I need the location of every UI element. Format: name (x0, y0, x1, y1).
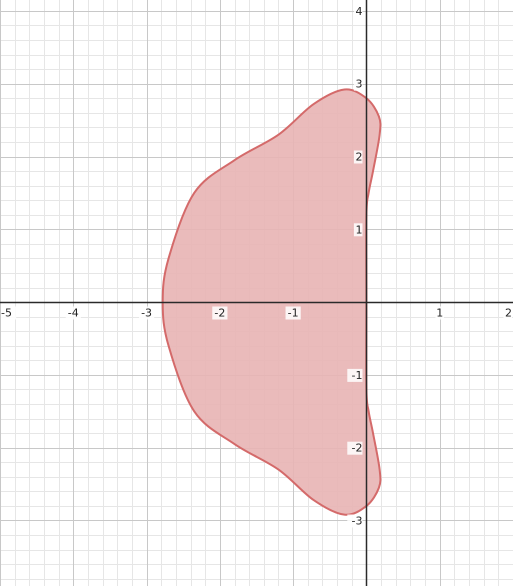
x-tick-label-bg (435, 306, 445, 320)
x-tick-label: 2 (505, 307, 512, 320)
y-tick-label-bg (353, 4, 363, 18)
y-tick-label: 1 (356, 223, 363, 236)
tick-labels: -5 -4 -3 -2 -1 1 2 -3 -2 -1 1 2 3 4 (1, 5, 512, 528)
x-tick-label: -1 (288, 307, 299, 320)
x-tick-label-bg (503, 306, 512, 320)
y-tick-label-bg (353, 223, 363, 237)
y-tick-label: 3 (356, 78, 363, 91)
x-tick-label: 1 (436, 307, 443, 320)
y-tick-label-bg (353, 77, 363, 91)
x-tick-label-bg (212, 306, 228, 320)
y-tick-label-bg (353, 150, 363, 164)
y-tick-label: -2 (352, 442, 363, 455)
y-tick-label-bg (347, 441, 363, 455)
y-tick-label-bg (347, 368, 363, 382)
x-tick-label-bg (65, 306, 81, 320)
x-tick-label-bg (1, 306, 17, 320)
x-tick-label: -4 (68, 307, 79, 320)
x-tick-label-bg (138, 306, 155, 320)
y-tick-label: -1 (352, 369, 363, 382)
x-tick-label-bg (285, 306, 301, 320)
x-tick-label: -2 (214, 307, 225, 320)
x-tick-label: -5 (1, 307, 12, 320)
y-tick-label: 4 (356, 5, 363, 18)
y-tick-label: 2 (356, 151, 363, 164)
x-tick-label: -3 (141, 307, 152, 320)
y-tick-label: -3 (352, 514, 363, 527)
y-tick-label-bg (347, 514, 363, 528)
